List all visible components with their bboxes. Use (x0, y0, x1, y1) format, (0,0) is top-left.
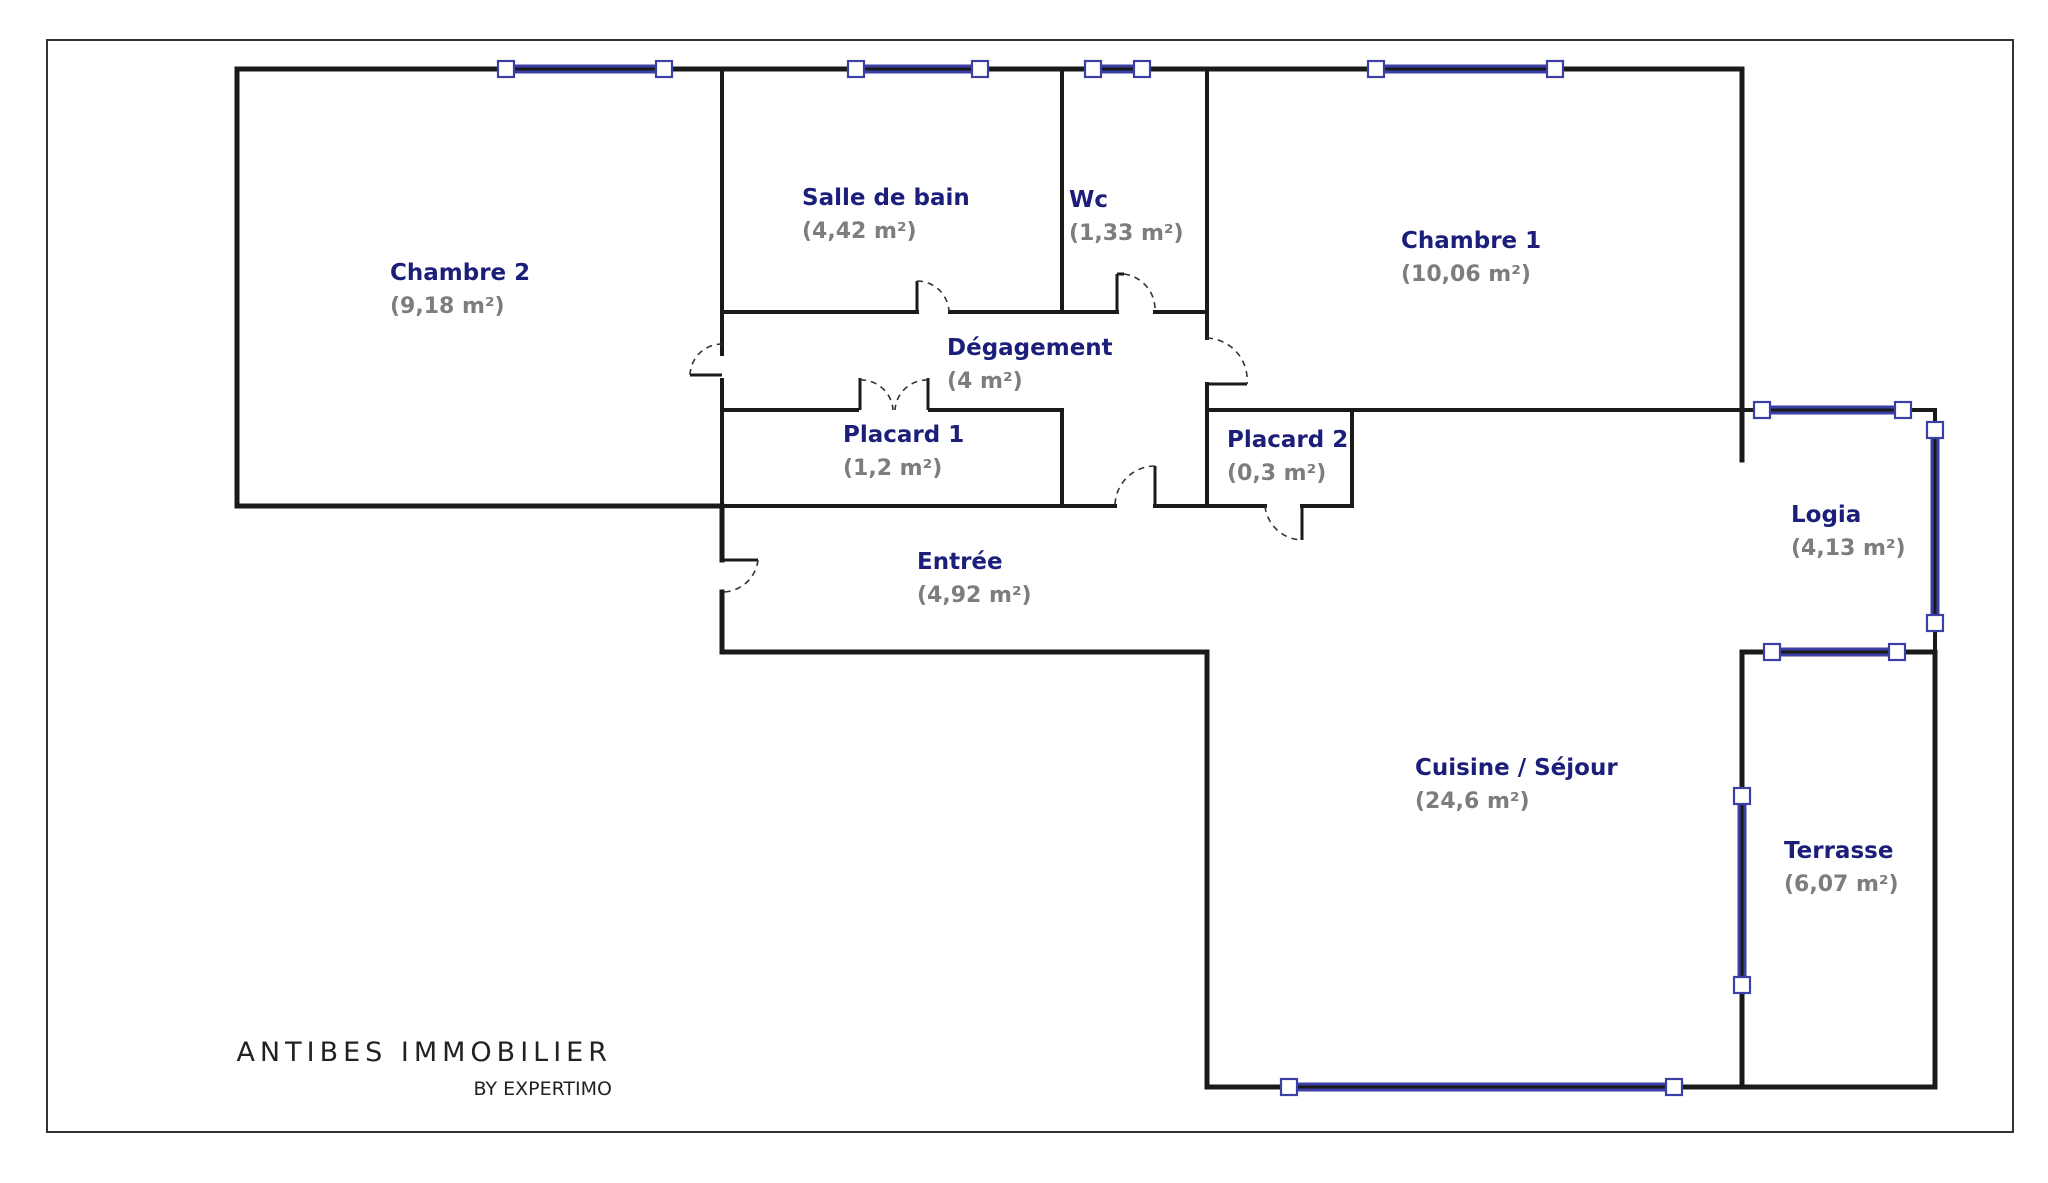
image-border (46, 39, 2014, 1133)
room-name-placard-2: Placard 2 (1227, 427, 1348, 453)
room-area-entree: (4,92 m²) (917, 583, 1032, 608)
room-name-chambre-2: Chambre 2 (390, 260, 530, 286)
room-area-placard-2: (0,3 m²) (1227, 461, 1326, 486)
room-name-cuisine-sejour: Cuisine / Séjour (1415, 755, 1618, 781)
room-name-degagement: Dégagement (947, 335, 1113, 361)
room-name-logia: Logia (1791, 502, 1861, 528)
room-area-chambre-2: (9,18 m²) (390, 294, 505, 319)
room-name-terrasse: Terrasse (1784, 838, 1893, 864)
room-area-placard-1: (1,2 m²) (843, 456, 942, 481)
room-area-wc: (1,33 m²) (1069, 221, 1184, 246)
room-area-degagement: (4 m²) (947, 369, 1023, 394)
room-area-salle-de-bain: (4,42 m²) (802, 219, 917, 244)
room-name-salle-de-bain: Salle de bain (802, 185, 970, 211)
walls (234, 66, 1938, 1090)
room-name-wc: Wc (1069, 187, 1108, 213)
room-name-placard-1: Placard 1 (843, 422, 964, 448)
room-name-chambre-1: Chambre 1 (1401, 228, 1541, 254)
room-name-entree: Entrée (917, 549, 1003, 575)
logo-main-text: ANTIBES IMMOBILIER (236, 1037, 612, 1068)
room-area-chambre-1: (10,06 m²) (1401, 262, 1531, 287)
windows (496, 59, 1945, 1097)
room-area-logia: (4,13 m²) (1791, 536, 1906, 561)
room-area-cuisine-sejour: (24,6 m²) (1415, 789, 1530, 814)
room-area-terrasse: (6,07 m²) (1784, 872, 1899, 897)
logo-sub-text: BY EXPERTIMO (473, 1078, 612, 1100)
doors (689, 272, 1304, 593)
room-labels: Chambre 2 (9,18 m²) Salle de bain (4,42 … (390, 185, 1906, 897)
agency-logo: ANTIBES IMMOBILIER BY EXPERTIMO (236, 1037, 612, 1100)
